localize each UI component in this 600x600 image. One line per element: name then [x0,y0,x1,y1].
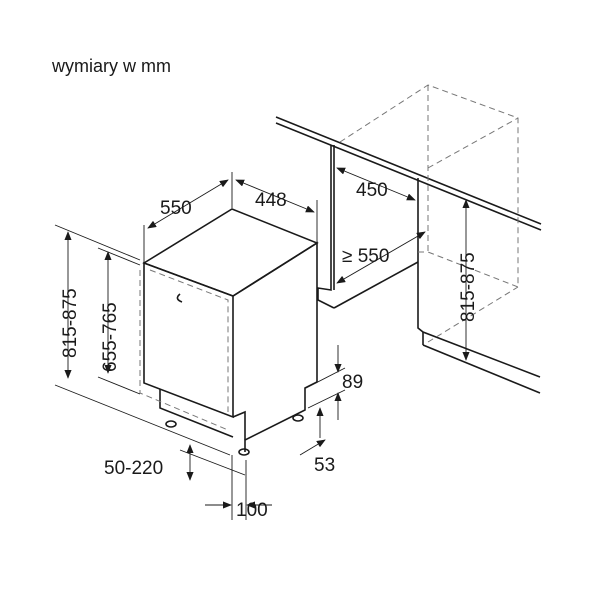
niche-depth-label: ≥ 550 [342,246,389,267]
foot [165,420,177,428]
dimension-lines [54,167,470,520]
niche-width-label: 450 [356,180,388,201]
foot [238,448,250,456]
dishwasher [139,208,319,456]
plinth-height-label: 50-220 [104,458,163,479]
niche-height-label: 815-875 [458,252,479,322]
dishwasher-door [143,261,234,419]
dishwasher-top [142,208,319,297]
depth-label: 550 [160,198,192,219]
kitchen-niche [275,84,542,394]
door-height-label: 655-765 [100,302,121,372]
foot [292,414,304,422]
diagram-title: wymiary w mm [52,56,171,76]
door-offset-label: 100 [236,500,268,521]
width-label: 448 [255,190,287,211]
plinth-53-label: 53 [314,455,335,476]
total-height-label: 815-875 [60,288,81,358]
door-handle [176,293,183,303]
plinth-89-label: 89 [342,372,363,393]
